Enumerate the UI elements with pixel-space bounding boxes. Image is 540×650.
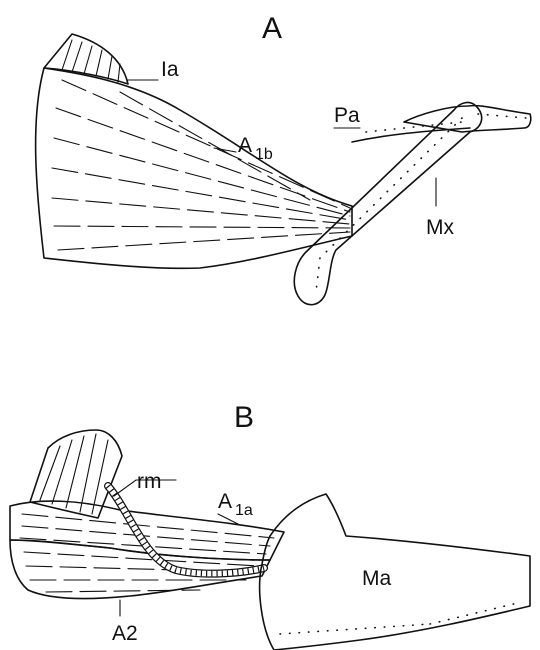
panel-b-letter: B — [234, 401, 254, 434]
label-pa: Pa — [334, 104, 360, 127]
label-mx: Mx — [426, 216, 454, 239]
label-a1a-subscript: 1a — [235, 502, 253, 519]
label-rm: rm — [137, 470, 162, 493]
label-a1b-subscript: 1b — [255, 146, 273, 163]
muscle-block — [30, 430, 122, 518]
bone-ma — [260, 494, 530, 650]
muscle-a1b — [36, 68, 352, 268]
label-a1a: A — [218, 490, 232, 513]
bone-pa — [352, 106, 531, 142]
bone-mx — [294, 103, 481, 305]
label-ia: Ia — [161, 58, 179, 81]
panel-b: B — [10, 401, 530, 650]
label-a1b: A — [238, 134, 252, 157]
label-a2: A2 — [112, 622, 138, 645]
panel-a: A — [36, 12, 531, 305]
tendon-rm — [108, 486, 264, 574]
label-ma: Ma — [362, 567, 391, 590]
panel-a-letter: A — [262, 12, 282, 45]
muscle-ia — [44, 34, 128, 84]
